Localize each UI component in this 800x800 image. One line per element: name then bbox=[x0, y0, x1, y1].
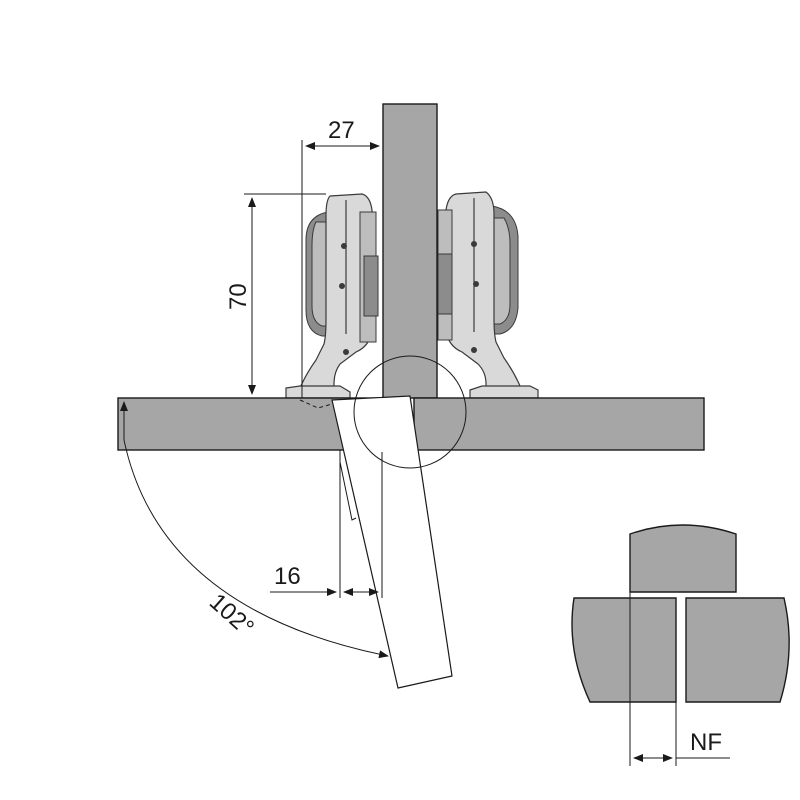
vertical-panel bbox=[382, 103, 438, 399]
label-nf: NF bbox=[690, 729, 722, 756]
left-hinge bbox=[285, 193, 379, 399]
label-27: 27 bbox=[328, 117, 355, 144]
detail-circle bbox=[353, 355, 467, 469]
label-16: 16 bbox=[274, 563, 301, 590]
right-door-panel bbox=[413, 397, 705, 451]
label-102: 102° bbox=[204, 588, 259, 641]
dimension-16: 16 bbox=[270, 450, 383, 598]
right-hinge bbox=[437, 191, 539, 399]
dimension-27: 27 bbox=[301, 104, 384, 398]
label-70: 70 bbox=[225, 283, 252, 310]
detail-view: NF bbox=[571, 524, 790, 766]
dimension-70: 70 bbox=[225, 193, 326, 399]
